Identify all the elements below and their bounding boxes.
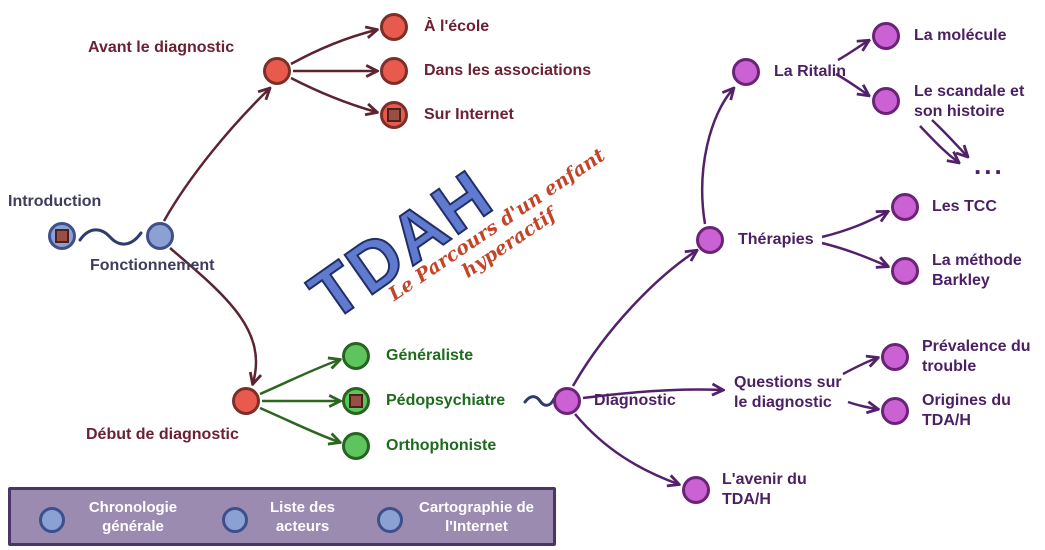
barkley-node[interactable]	[891, 257, 919, 285]
more-ellipsis[interactable]: ...	[974, 150, 1005, 180]
diagnostic-node[interactable]	[553, 387, 581, 415]
introduction-label[interactable]: Introduction	[8, 193, 102, 210]
origines-node[interactable]	[881, 397, 909, 425]
fonctionnement-label[interactable]: Fonctionnement	[90, 257, 215, 274]
legend: Chronologie générale Liste des acteurs C…	[8, 487, 556, 546]
ecole-node[interactable]	[380, 13, 408, 41]
internet-label[interactable]: Sur Internet	[424, 106, 514, 123]
barkley-label[interactable]: La méthode Barkley	[932, 252, 1022, 289]
legend-item-cartographie: Cartographie de l'Internet	[418, 499, 535, 535]
associations-node[interactable]	[380, 57, 408, 85]
legend-node-icon	[39, 507, 65, 533]
internet-node[interactable]	[380, 101, 408, 129]
marker-square-icon	[55, 229, 69, 243]
tcc-node[interactable]	[891, 193, 919, 221]
questions-label[interactable]: Questions sur le diagnostic	[734, 374, 842, 411]
legend-node-icon	[222, 507, 248, 533]
orthophoniste-node[interactable]	[342, 432, 370, 460]
marker-square-icon	[387, 108, 401, 122]
origines-label[interactable]: Origines du TDA/H	[922, 392, 1011, 429]
avant-label[interactable]: Avant le diagnostic	[88, 39, 235, 56]
generaliste-label[interactable]: Généraliste	[386, 347, 474, 364]
avenir-label[interactable]: L'avenir du TDA/H	[722, 471, 807, 508]
therapies-label[interactable]: Thérapies	[738, 231, 814, 248]
generaliste-node[interactable]	[342, 342, 370, 370]
introduction-node[interactable]	[48, 222, 76, 250]
ritalin-node[interactable]	[732, 58, 760, 86]
legend-item-chronologie: Chronologie générale	[88, 499, 178, 535]
therapies-node[interactable]	[696, 226, 724, 254]
diagnostic-label[interactable]: Diagnostic	[594, 392, 676, 409]
tcc-label[interactable]: Les TCC	[932, 198, 997, 215]
debut-node[interactable]	[232, 387, 260, 415]
debut-label[interactable]: Début de diagnostic	[86, 426, 239, 443]
molecule-label[interactable]: La molécule	[914, 27, 1007, 44]
scandale-node[interactable]	[872, 87, 900, 115]
prevalence-label[interactable]: Prévalence du trouble	[922, 338, 1031, 375]
orthophoniste-label[interactable]: Orthophoniste	[386, 437, 497, 454]
legend-node-icon	[377, 507, 403, 533]
ritalin-label[interactable]: La Ritalin	[774, 63, 847, 80]
legend-item-acteurs: Liste des acteurs	[269, 499, 336, 535]
avenir-node[interactable]	[682, 476, 710, 504]
ecole-label[interactable]: À l'école	[424, 18, 490, 35]
prevalence-node[interactable]	[881, 343, 909, 371]
pedopsychiatre-node[interactable]	[342, 387, 370, 415]
scandale-label[interactable]: Le scandale et son histoire	[914, 83, 1025, 120]
marker-square-icon	[349, 394, 363, 408]
associations-label[interactable]: Dans les associations	[424, 62, 592, 79]
molecule-node[interactable]	[872, 22, 900, 50]
pedopsychiatre-label[interactable]: Pédopsychiatre	[386, 392, 506, 409]
fonctionnement-node[interactable]	[146, 222, 174, 250]
avant-node[interactable]	[263, 57, 291, 85]
